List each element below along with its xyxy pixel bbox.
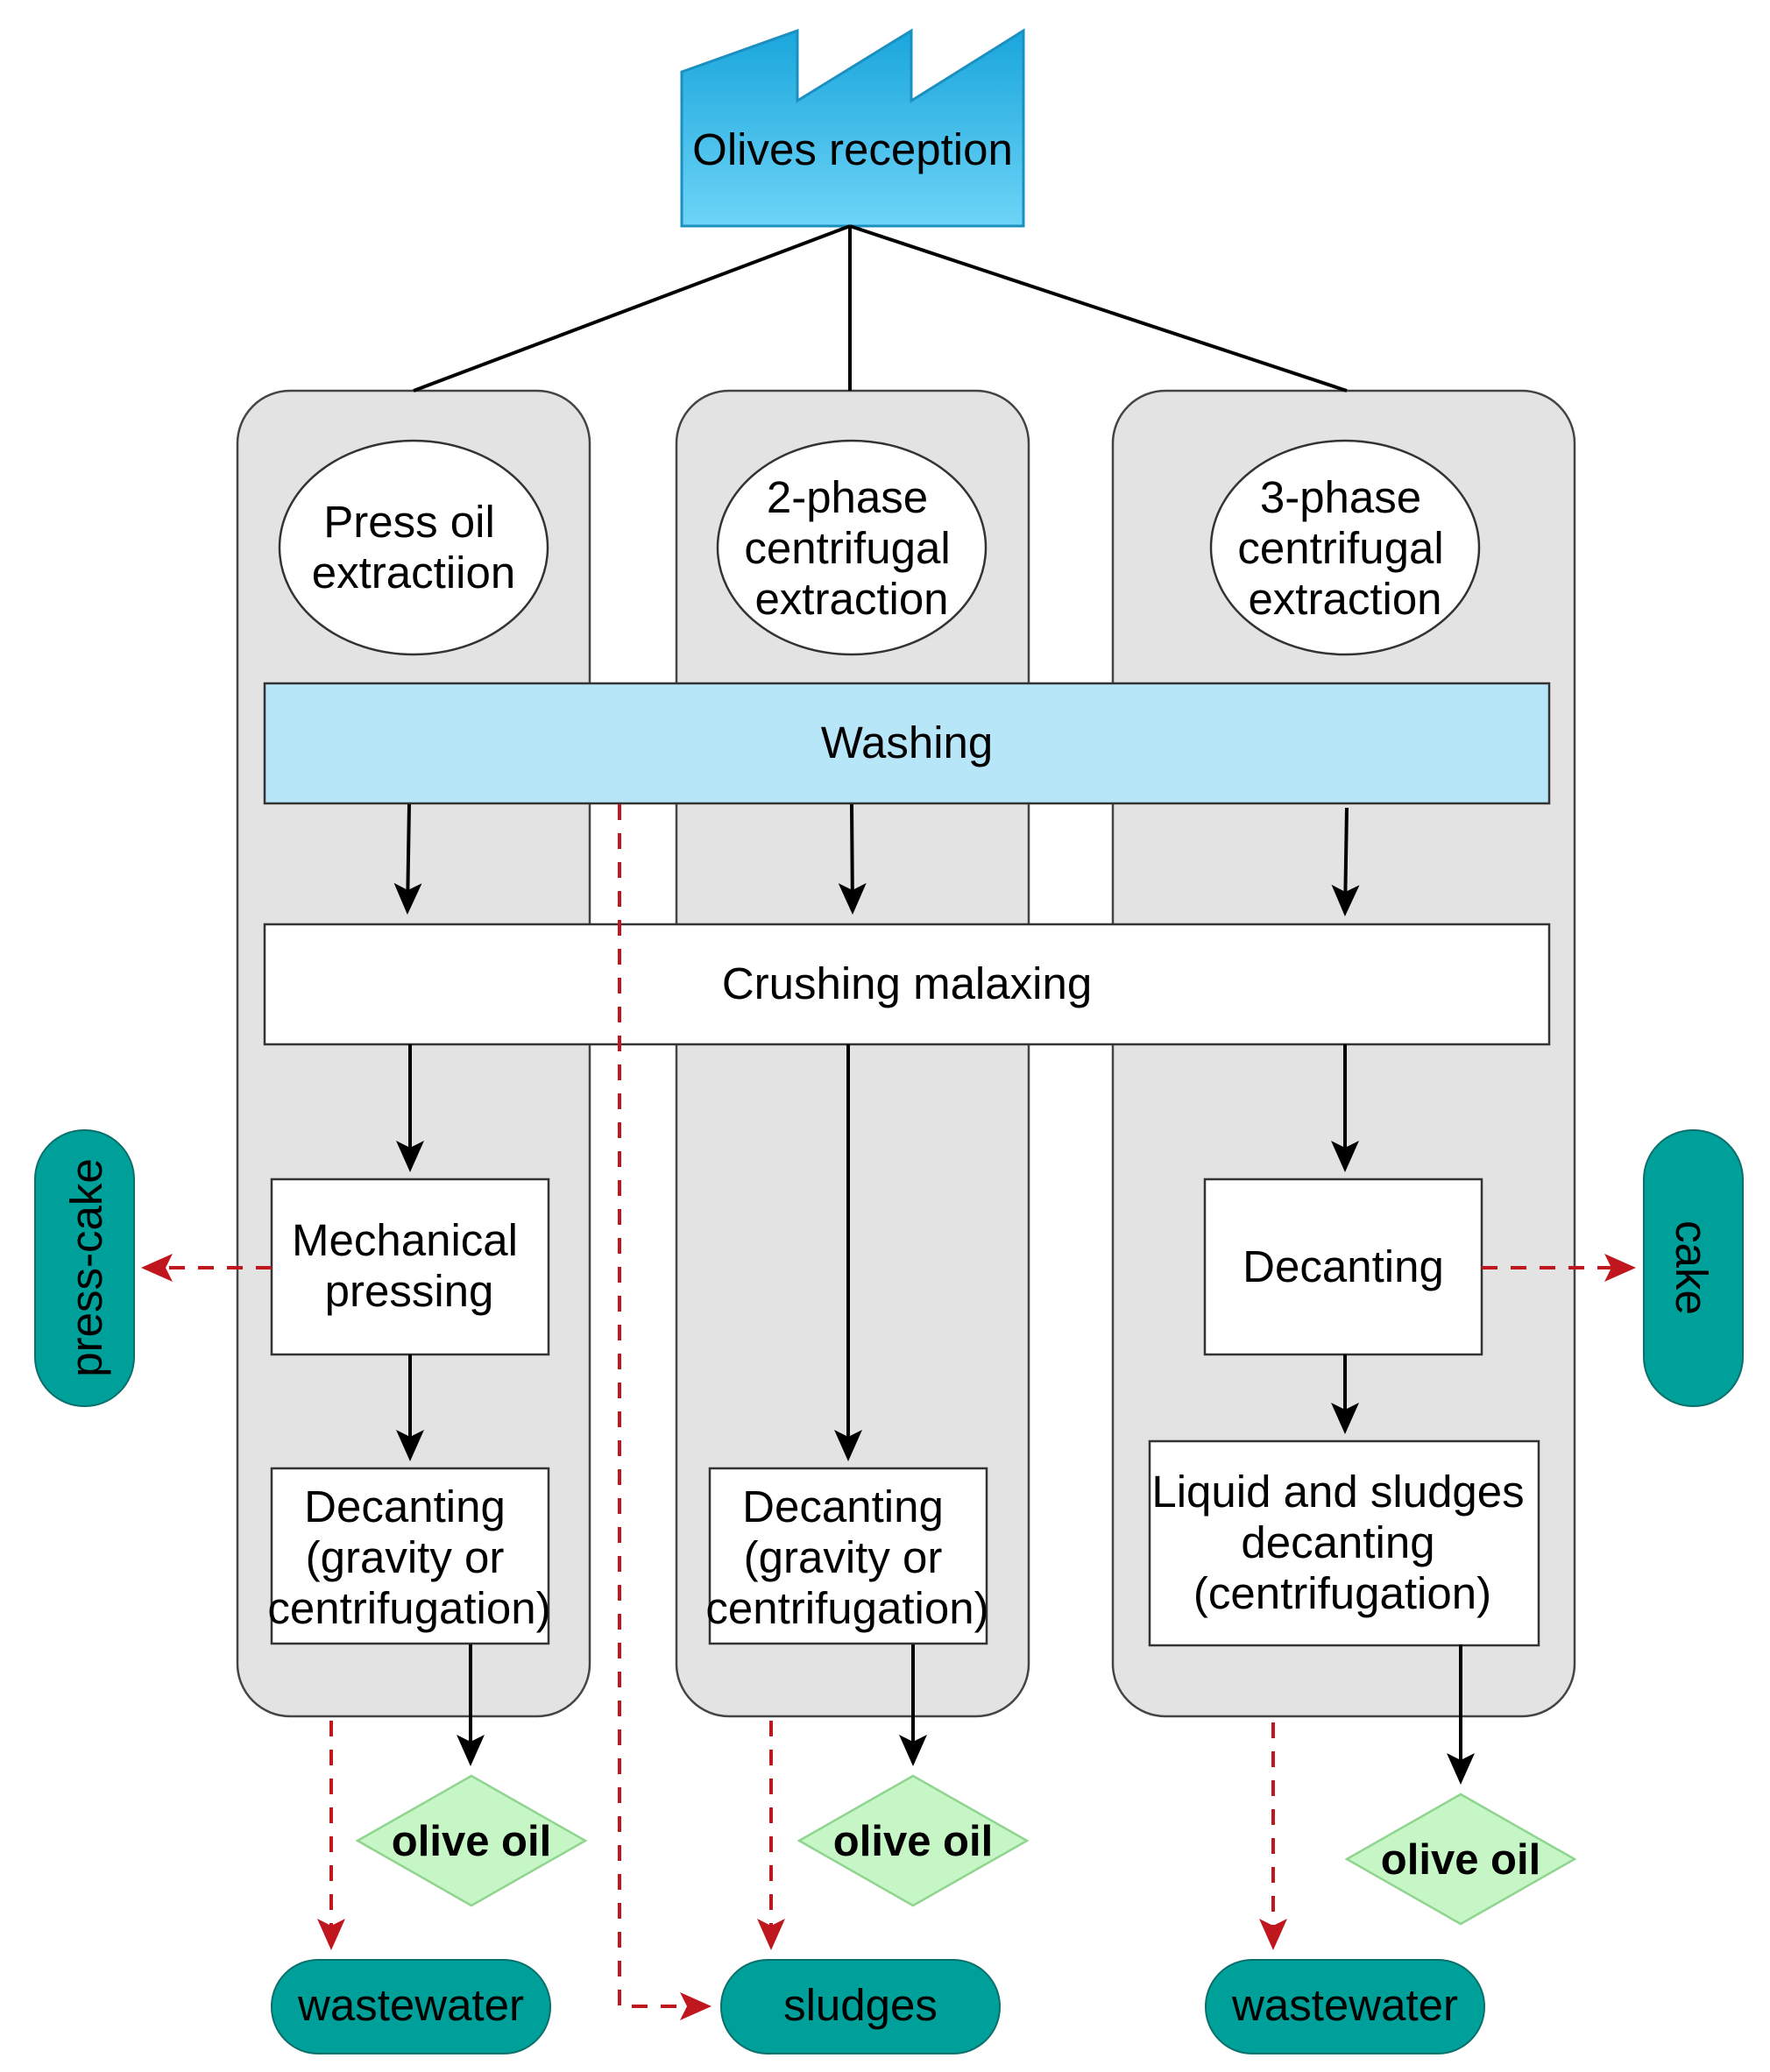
branch-line-three-phase	[849, 224, 1348, 392]
olive-oil-press-label: olive oil	[392, 1818, 551, 1865]
mechanical-pressing-step: Mechanical pressing	[270, 1177, 550, 1356]
liquid-sludges-decanting-step: Liquid and sludges decanting (centrifuga…	[1148, 1439, 1540, 1647]
method-press-line-2: extractiion	[312, 548, 515, 598]
mechanical-pressing-line-2: pressing	[325, 1266, 494, 1316]
washing-step: Washing	[263, 682, 1551, 805]
method-two-phase-line-3: extraction	[754, 574, 948, 624]
decanting-two-phase-line-2: (gravity or	[744, 1532, 943, 1582]
press-cake-label: press-cake	[61, 1158, 111, 1376]
decanting-press-step: Decanting (gravity or centrifugation)	[267, 1467, 551, 1645]
olive-oil-three-phase-label: olive oil	[1381, 1836, 1540, 1884]
method-press: Press oil extractiion	[278, 439, 549, 656]
sludges-output: sludges	[720, 1959, 1001, 2054]
cake-label: cake	[1667, 1220, 1717, 1315]
method-three-phase-line-1: 3-phase	[1260, 472, 1421, 522]
branch-line-press	[413, 224, 851, 392]
liquid-sludges-line-1: Liquid and sludges	[1151, 1467, 1524, 1517]
decanting-two-phase-line-1: Decanting	[742, 1482, 944, 1531]
method-three-phase-line-2: centrifugal	[1237, 523, 1443, 573]
olives-reception-label: Olives reception	[692, 124, 1013, 174]
method-press-line-1: Press oil	[323, 497, 495, 547]
decanting-two-phase-step: Decanting (gravity or centrifugation)	[705, 1467, 989, 1645]
decanting-press-line-2: (gravity or	[306, 1532, 505, 1582]
factory-icon	[680, 28, 1025, 228]
sludges-label: sludges	[783, 1980, 938, 2030]
decanting-press-line-3: centrifugation)	[267, 1583, 550, 1633]
cake-output: cake	[1643, 1129, 1744, 1407]
decanting-press-line-1: Decanting	[304, 1482, 506, 1531]
method-two-phase: 2-phase centrifugal extraction	[716, 439, 988, 656]
wastewater-press-label: wastewater	[297, 1980, 524, 2030]
washing-label: Washing	[821, 718, 994, 767]
liquid-sludges-line-3: (centrifugation)	[1193, 1568, 1491, 1618]
olives-reception-node: Olives reception	[680, 28, 1025, 228]
wastewater-press-output: wastewater	[271, 1959, 551, 2054]
olive-oil-three-phase-product: olive oil	[1344, 1793, 1577, 1926]
decanting-three-phase-label: Decanting	[1243, 1241, 1444, 1291]
arrow-washing-to-crushing-three-phase	[1331, 807, 1360, 916]
mechanical-pressing-line-1: Mechanical	[292, 1215, 518, 1265]
decanting-two-phase-line-3: centrifugation)	[705, 1583, 988, 1633]
olive-oil-two-phase-label: olive oil	[833, 1818, 993, 1865]
arrow-washing-to-crushing-press	[393, 803, 422, 915]
crushing-malaxing-step: Crushing malaxing	[263, 923, 1551, 1046]
method-three-phase-line-3: extraction	[1248, 574, 1441, 624]
method-three-phase: 3-phase centrifugal extraction	[1209, 439, 1481, 656]
decanting-three-phase-step: Decanting	[1203, 1177, 1483, 1356]
arrow-washing-to-crushing-two-phase	[838, 803, 867, 915]
olive-oil-two-phase-product: olive oil	[796, 1774, 1030, 1907]
olive-oil-press-product: olive oil	[355, 1774, 588, 1907]
method-two-phase-line-2: centrifugal	[744, 523, 950, 573]
wastewater-three-phase-label: wastewater	[1231, 1980, 1458, 2030]
liquid-sludges-line-2: decanting	[1241, 1517, 1434, 1567]
press-cake-output: press-cake	[34, 1129, 135, 1407]
crushing-malaxing-label: Crushing malaxing	[722, 958, 1092, 1008]
wastewater-three-phase-output: wastewater	[1205, 1959, 1485, 2054]
method-two-phase-line-1: 2-phase	[767, 472, 928, 522]
